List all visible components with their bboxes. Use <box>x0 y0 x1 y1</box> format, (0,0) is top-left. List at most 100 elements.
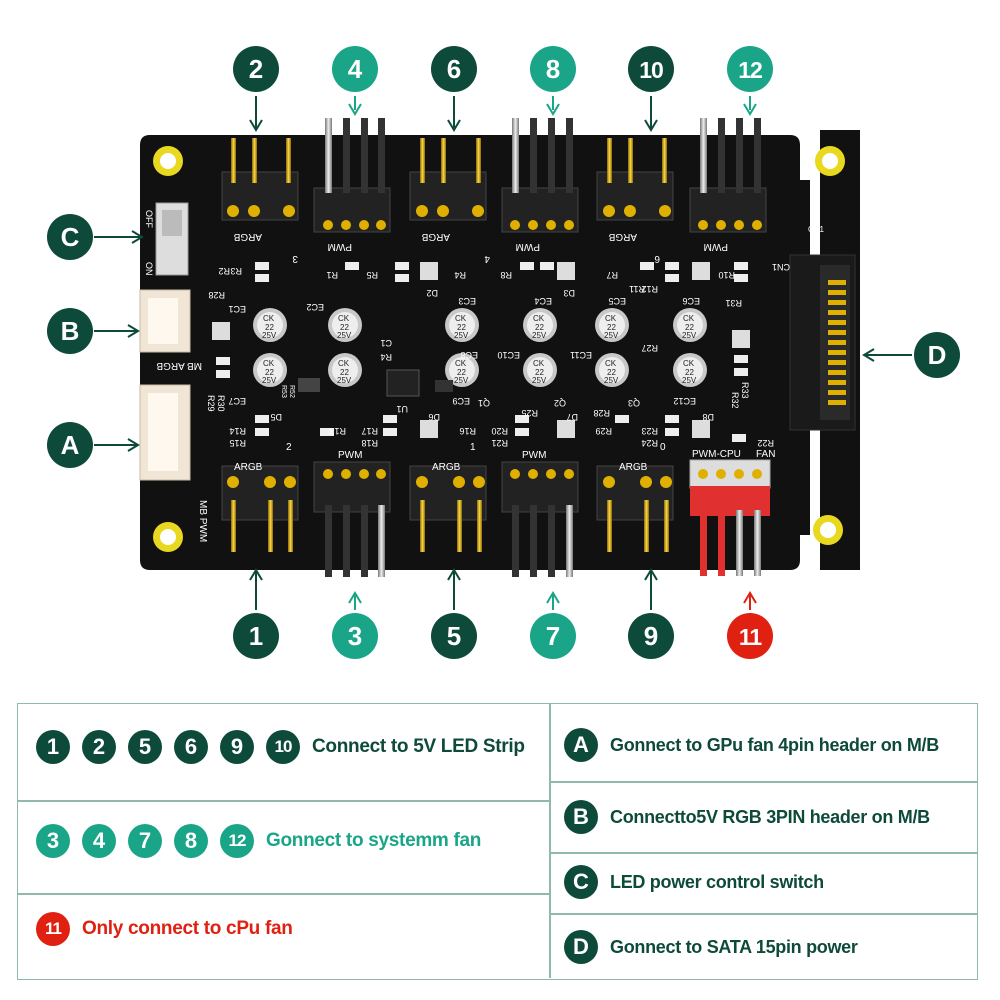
svg-text:C: C <box>61 222 80 252</box>
svg-text:4: 4 <box>484 253 490 264</box>
svg-text:FAN: FAN <box>756 449 775 460</box>
svg-text:D: D <box>928 340 947 370</box>
svg-text:R23: R23 <box>641 426 658 436</box>
svg-text:CK: CK <box>338 359 350 368</box>
legend-badge-B: B <box>564 800 598 834</box>
legend-badge-6: 6 <box>174 730 208 764</box>
svg-text:R25: R25 <box>521 408 538 418</box>
legend-text-D: Gonnect to SATA 15pin power <box>610 936 858 957</box>
svg-text:25V: 25V <box>262 331 277 340</box>
svg-text:R53: R53 <box>280 385 287 398</box>
svg-text:10: 10 <box>639 57 663 83</box>
svg-text:CK: CK <box>455 314 467 323</box>
sata-connector <box>789 254 856 431</box>
svg-text:R15: R15 <box>229 438 246 448</box>
svg-text:D8: D8 <box>702 412 714 422</box>
legend-text-B: Connectto5V RGB 3PIN header on M/B <box>610 806 930 827</box>
legend-badge-5: 5 <box>128 730 162 764</box>
callout-C: C <box>47 214 93 260</box>
svg-text:CK: CK <box>605 359 617 368</box>
svg-text:EC1: EC1 <box>228 304 246 314</box>
svg-text:EC12: EC12 <box>673 396 696 406</box>
callout-11: 11 <box>727 613 773 659</box>
svg-text:ARGB: ARGB <box>234 462 263 473</box>
svg-text:Q1: Q1 <box>478 398 490 408</box>
callout-D: D <box>914 332 960 378</box>
mb-argb-label: MB ARGB <box>156 360 202 371</box>
svg-text:R2: R2 <box>218 266 230 276</box>
legend-badge-12: 12 <box>220 824 254 858</box>
pcb-board <box>140 135 810 570</box>
svg-text:R28: R28 <box>208 290 225 300</box>
legend-badge-D: D <box>564 930 598 964</box>
callout-10: 10 <box>628 46 674 92</box>
top-argb-label-2: ARGB <box>421 231 450 242</box>
svg-text:EC9: EC9 <box>452 396 470 406</box>
led-power-switch: OFF ON <box>144 202 189 276</box>
svg-text:R52: R52 <box>288 385 295 398</box>
svg-text:R11: R11 <box>629 284 645 294</box>
callout-6: 6 <box>431 46 477 92</box>
svg-text:22: 22 <box>340 323 349 332</box>
svg-text:7: 7 <box>546 621 560 651</box>
svg-text:EC4: EC4 <box>534 296 552 306</box>
legend-badge-1: 1 <box>36 730 70 764</box>
svg-text:CK: CK <box>533 359 545 368</box>
svg-text:22: 22 <box>685 368 694 377</box>
svg-text:6: 6 <box>447 54 461 84</box>
svg-text:11: 11 <box>739 624 763 650</box>
svg-text:D2: D2 <box>426 288 438 298</box>
svg-text:R13: R13 <box>329 426 346 436</box>
side-callouts: C B A D <box>47 214 960 468</box>
svg-text:9: 9 <box>644 621 658 651</box>
svg-text:EC2: EC2 <box>306 302 324 312</box>
svg-text:22: 22 <box>685 323 694 332</box>
bottom-callouts: 1 3 5 7 9 11 <box>233 613 773 659</box>
svg-text:R20: R20 <box>491 426 508 436</box>
svg-text:CN1: CN1 <box>808 225 825 234</box>
svg-text:R4: R4 <box>380 352 392 362</box>
svg-text:R8: R8 <box>500 270 512 280</box>
svg-text:EC11: EC11 <box>570 350 592 360</box>
svg-text:5: 5 <box>447 621 461 651</box>
svg-text:Q3: Q3 <box>628 398 640 408</box>
top-pwm-label-2: PWM <box>516 241 540 252</box>
callout-1: 1 <box>233 613 279 659</box>
svg-text:R21: R21 <box>491 438 508 448</box>
svg-text:CN1: CN1 <box>772 262 790 272</box>
top-argb-label-3: ARGB <box>608 231 637 242</box>
svg-text:8: 8 <box>546 54 560 84</box>
svg-text:B: B <box>61 316 80 346</box>
legend-text-led-strip: Connect to 5V LED Strip <box>312 736 525 757</box>
switch-on-label: ON <box>144 262 154 276</box>
top-callouts: 2 4 6 8 10 12 <box>233 46 773 92</box>
svg-text:CK: CK <box>263 359 275 368</box>
svg-text:CK: CK <box>263 314 275 323</box>
svg-text:R30: R30 <box>216 395 226 412</box>
svg-text:22: 22 <box>607 323 616 332</box>
legend-row-A: A Gonnect to GPu fan 4pin header on M/B <box>564 728 939 762</box>
silkscreen-labels: R2 R3 R28 EC1 R1 R5 D2 R4 R8 D3 R7 R11 R… <box>206 266 774 448</box>
svg-text:R1: R1 <box>326 270 338 280</box>
svg-text:PWM: PWM <box>522 450 546 461</box>
callout-A: A <box>47 422 93 468</box>
smd-components <box>212 262 750 442</box>
svg-text:22: 22 <box>265 368 274 377</box>
svg-text:R33: R33 <box>740 382 750 399</box>
pcb-diagram: OFF ON MB ARGB MB PWM ARGB PWM ARGB PWM <box>47 46 960 659</box>
legend-badge-7: 7 <box>128 824 162 858</box>
svg-text:1: 1 <box>470 442 476 453</box>
callout-12: 12 <box>727 46 773 92</box>
svg-text:CK: CK <box>683 314 695 323</box>
svg-text:25V: 25V <box>337 331 352 340</box>
mb-connectors: MB ARGB MB PWM <box>139 289 208 542</box>
svg-text:25V: 25V <box>532 376 547 385</box>
svg-text:PWM-CPU: PWM-CPU <box>692 449 741 460</box>
svg-text:D6: D6 <box>428 412 440 422</box>
legend-row-C: C LED power control switch <box>564 865 824 899</box>
svg-text:25V: 25V <box>337 376 352 385</box>
svg-text:R29: R29 <box>595 426 612 436</box>
top-pwm-label-1: PWM <box>328 241 352 252</box>
svg-text:R27: R27 <box>641 343 658 353</box>
